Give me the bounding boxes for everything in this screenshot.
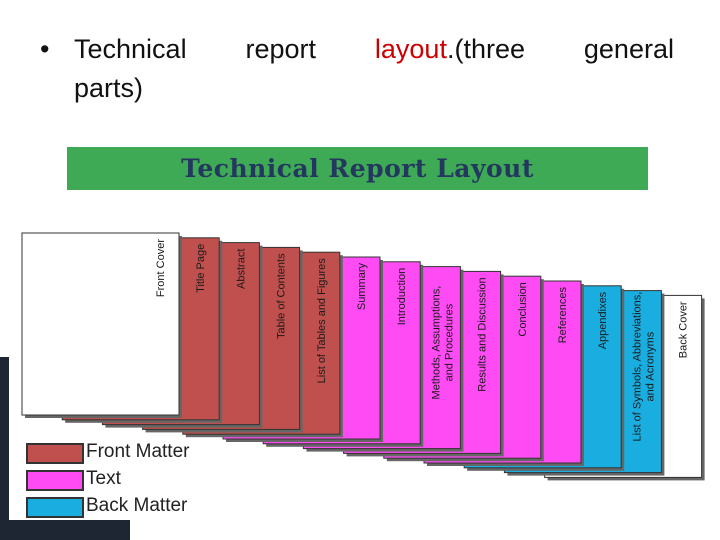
legend-swatch-back-matter [26, 497, 84, 518]
word-parts: parts) [74, 73, 144, 103]
page-sheet [21, 232, 180, 416]
page-results-and-discussion: Results and Discussion [343, 270, 504, 457]
page-sheet [61, 237, 220, 421]
slide-corner-decoration [0, 520, 130, 540]
page-shadow [427, 284, 584, 466]
page-label: Methods, Assumptions, [430, 286, 442, 400]
page-sheet [101, 242, 260, 426]
legend-label-text: Text [86, 468, 121, 489]
page-shadow [65, 240, 223, 423]
page-label: Title Page [195, 244, 207, 293]
page-label: Table of Contents [276, 253, 288, 339]
bullet-dot: • [40, 34, 50, 64]
page-shadow [226, 260, 383, 442]
page-list-of-tables-and-figures: List of Tables and Figures [182, 251, 343, 438]
legend-swatch-text [26, 470, 84, 491]
diagram-title-banner: Technical Report Layout [67, 147, 648, 190]
bullet-line-1: Technical report layout.(three general [74, 30, 674, 69]
page-shadow [145, 250, 303, 433]
page-label: Conclusion [517, 282, 529, 336]
word-three: .(three [446, 34, 525, 64]
page-label: Front Cover [155, 239, 167, 297]
legend-swatch-front-matter [26, 443, 84, 464]
page-sheet [503, 290, 662, 474]
page-sheet [343, 270, 502, 454]
page-sheet [383, 275, 542, 459]
word-layout: layout [374, 34, 447, 64]
page-shadow [306, 269, 464, 452]
page-label: List of Tables and Figures [316, 258, 328, 384]
page-label: and Acronyms [644, 331, 656, 401]
page-label: References [557, 287, 569, 344]
page-label: and Procedures [443, 303, 455, 381]
page-shadow [185, 255, 343, 438]
page-abstract: Abstract [101, 242, 263, 428]
page-shadow [467, 288, 625, 471]
page-sheet [544, 294, 703, 478]
page-sheet [423, 280, 582, 464]
page-shadow [386, 279, 544, 462]
page-sheet [142, 246, 301, 430]
page-summary: Summary [222, 256, 383, 442]
word-report: report [245, 34, 316, 64]
diagram-title: Technical Report Layout [181, 154, 534, 183]
page-label: Abstract [235, 249, 247, 289]
legend-label-front-matter: Front Matter [86, 441, 190, 462]
word-layout-group: layout.(three [375, 30, 525, 69]
page-label: List of Symbols, Abbreviations, [631, 292, 643, 442]
page-introduction: Introduction [262, 261, 424, 447]
page-shadow [507, 293, 665, 476]
page-front-cover: Front Cover [21, 232, 182, 418]
slide-edge-decoration [0, 357, 9, 540]
page-label: Results and Discussion [477, 277, 489, 391]
bullet-line-2: parts) [74, 69, 143, 108]
page-shadow [346, 274, 504, 457]
page-table-of-contents: Table of Contents [142, 246, 303, 433]
page-sheet [262, 261, 421, 445]
word-technical: Technical [74, 34, 187, 64]
legend-label-back-matter: Back Matter [86, 495, 188, 516]
page-appendixes: Appendixes [463, 285, 625, 471]
page-back-cover: Back Cover [544, 294, 705, 481]
page-conclusion: Conclusion [383, 275, 544, 462]
word-general: general [583, 34, 674, 64]
page-label: Summary [356, 263, 368, 311]
page-title-page: Title Page [61, 237, 223, 423]
page-sheet [182, 251, 341, 435]
page-list-of-symbols-abbreviations-and-acronyms: List of Symbols, Abbreviations,and Acron… [503, 290, 665, 476]
page-label: Back Cover [678, 301, 690, 358]
page-references: References [423, 280, 584, 466]
page-sheet [302, 266, 461, 450]
page-shadow [25, 236, 182, 418]
page-methods-assumptions-and-procedures: Methods, Assumptions,and Procedures [302, 266, 464, 452]
page-sheet [222, 256, 381, 440]
page-shadow [266, 264, 424, 447]
page-sheet [463, 285, 622, 469]
page-label: Appendixes [597, 291, 609, 349]
page-shadow [105, 245, 263, 428]
page-label: Introduction [396, 268, 408, 325]
page-shadow [547, 298, 705, 481]
